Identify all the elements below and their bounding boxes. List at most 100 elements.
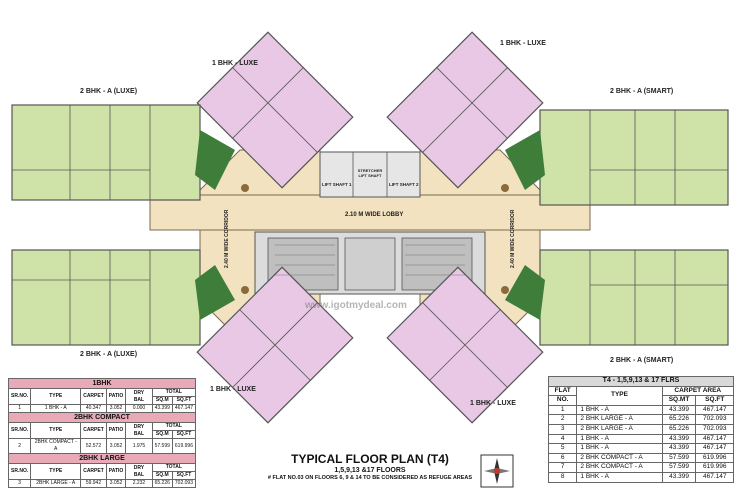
col-drybal: DRY BAL: [125, 463, 153, 480]
cell: 1 BHK - A: [576, 471, 663, 483]
cell: 6: [547, 452, 578, 464]
cell: 1.975: [125, 438, 153, 454]
col-patio: PATIO: [105, 422, 127, 439]
unit-2bhk-left-top: [11, 104, 201, 201]
cell: 65.226: [151, 479, 173, 488]
cell: 43.399: [661, 443, 697, 454]
floor-motifs: [241, 184, 509, 294]
unit-1bhk-bottom-left: [196, 266, 354, 424]
cell: 59.942: [80, 479, 107, 488]
cell: 2 BHK COMPACT - A: [576, 462, 663, 473]
cell: 40.347: [80, 404, 107, 413]
label-2bhk-left-bottom: 2 BHK - A (LUXE): [80, 351, 138, 358]
cell: 467.147: [695, 443, 734, 454]
col-sqft: SQ.FT: [695, 395, 734, 406]
compass-icon: [480, 454, 514, 488]
plan-title: TYPICAL FLOOR PLAN (T4): [291, 452, 449, 466]
col-sqmt: SQ.MT: [661, 395, 697, 406]
cell: 43.399: [661, 433, 697, 445]
cell: 43.399: [661, 471, 697, 483]
landscape-areas: [195, 130, 545, 320]
cell: 467.147: [695, 404, 734, 416]
cell: 52.572: [80, 438, 107, 454]
cell: 43.399: [661, 404, 697, 416]
label-stretcher: STRETCHER LIFT SHAFT: [357, 168, 383, 178]
cell: 1 BHK - A: [576, 404, 663, 416]
col-type: TYPE: [30, 463, 82, 480]
col-drybal: DRY BAL: [125, 388, 153, 405]
label-lobby: 2.10 M WIDE LOBBY: [345, 212, 404, 218]
label-2bhk-right-bottom: 2 BHK - A (SMART): [610, 357, 674, 364]
cell: 3: [547, 423, 578, 435]
cell: 65.226: [661, 414, 697, 425]
col-carpet: CARPET: [80, 463, 107, 480]
label-1bhk-bottom-right: 1 BHK - LUXE: [470, 400, 516, 407]
right-table-title: T4 - 1,5,9,13 & 17 FLRS: [548, 376, 734, 387]
table-heading-large: 2BHK LARGE: [8, 453, 196, 464]
stairs: [275, 244, 465, 276]
col-type: TYPE: [576, 385, 663, 406]
label-lift-2: LIFT SHAFT 2: [389, 182, 419, 187]
col-no: NO.: [547, 395, 578, 406]
cell: 43.399: [151, 404, 173, 413]
col-drybal: DRY BAL: [125, 422, 153, 439]
cell: 2 BHK LARGE - A: [576, 414, 663, 425]
title-block: TYPICAL FLOOR PLAN (T4) 1,5,9,13 &17 FLO…: [250, 452, 490, 481]
cell: 702.093: [695, 414, 734, 425]
cell: 619.996: [695, 462, 734, 473]
col-sqft: SQ.FT: [171, 396, 197, 405]
cell: 3.052: [105, 438, 127, 454]
col-srno: SR.NO.: [7, 422, 32, 439]
col-carpet: CARPET: [80, 388, 107, 405]
col-carpet-area: CARPET AREA: [661, 385, 735, 397]
cell: 467.147: [695, 471, 734, 483]
col-total: TOTAL: [151, 388, 197, 397]
cell: 3: [7, 479, 32, 488]
cell: 2: [547, 414, 578, 425]
col-sqft: SQ.FT: [171, 430, 197, 439]
unit-1bhk-top-left: [196, 31, 354, 189]
label-lift-1: LIFT SHAFT 1: [322, 182, 352, 187]
unit-1bhk-top-right: [386, 31, 544, 189]
right-area-table: T4 - 1,5,9,13 & 17 FLRS FLAT TYPE CARPET…: [547, 376, 735, 483]
label-corridor-right: 2.40 M WIDE CORRIDOR: [510, 209, 516, 268]
col-srno: SR.NO.: [7, 463, 32, 480]
cell: 65.226: [661, 423, 697, 435]
plan-subtitle: 1,5,9,13 &17 FLOORS: [334, 467, 406, 474]
cell: 1 BHK - A: [30, 404, 82, 413]
unit-1bhk-bottom-right: [386, 266, 544, 424]
cell: 57.599: [661, 452, 697, 464]
col-srno: SR.NO.: [7, 388, 32, 405]
cell: 467.147: [695, 433, 734, 445]
cell: 2BHK LARGE - A: [30, 479, 82, 488]
cell: 57.599: [151, 438, 173, 454]
cell: 57.599: [661, 462, 697, 473]
col-carpet: CARPET: [80, 422, 107, 439]
cell: 2.232: [125, 479, 153, 488]
cell: 2BHK COMPACT - A: [30, 438, 82, 454]
label-1bhk-bottom-left: 1 BHK - LUXE: [210, 386, 256, 393]
table-row: 1 1 BHK - A 40.347 3.052 0.000 43.399 46…: [7, 404, 197, 413]
unit-2bhk-right-bottom: [539, 249, 729, 346]
label-2bhk-right-top: 2 BHK - A (SMART): [610, 88, 674, 95]
col-patio: PATIO: [105, 388, 127, 405]
cell: 467.147: [171, 404, 197, 413]
cell: 4: [547, 433, 578, 445]
cell: 1 BHK - A: [576, 443, 663, 454]
cell: 702.093: [695, 423, 734, 435]
cell: 3.052: [105, 404, 127, 413]
col-flat: FLAT: [547, 385, 578, 397]
cell: 619.996: [695, 452, 734, 464]
watermark-text: www.igotmydeal.com: [305, 300, 407, 311]
label-1bhk-top-right: 1 BHK - LUXE: [500, 40, 546, 47]
cell: 1: [547, 404, 578, 416]
